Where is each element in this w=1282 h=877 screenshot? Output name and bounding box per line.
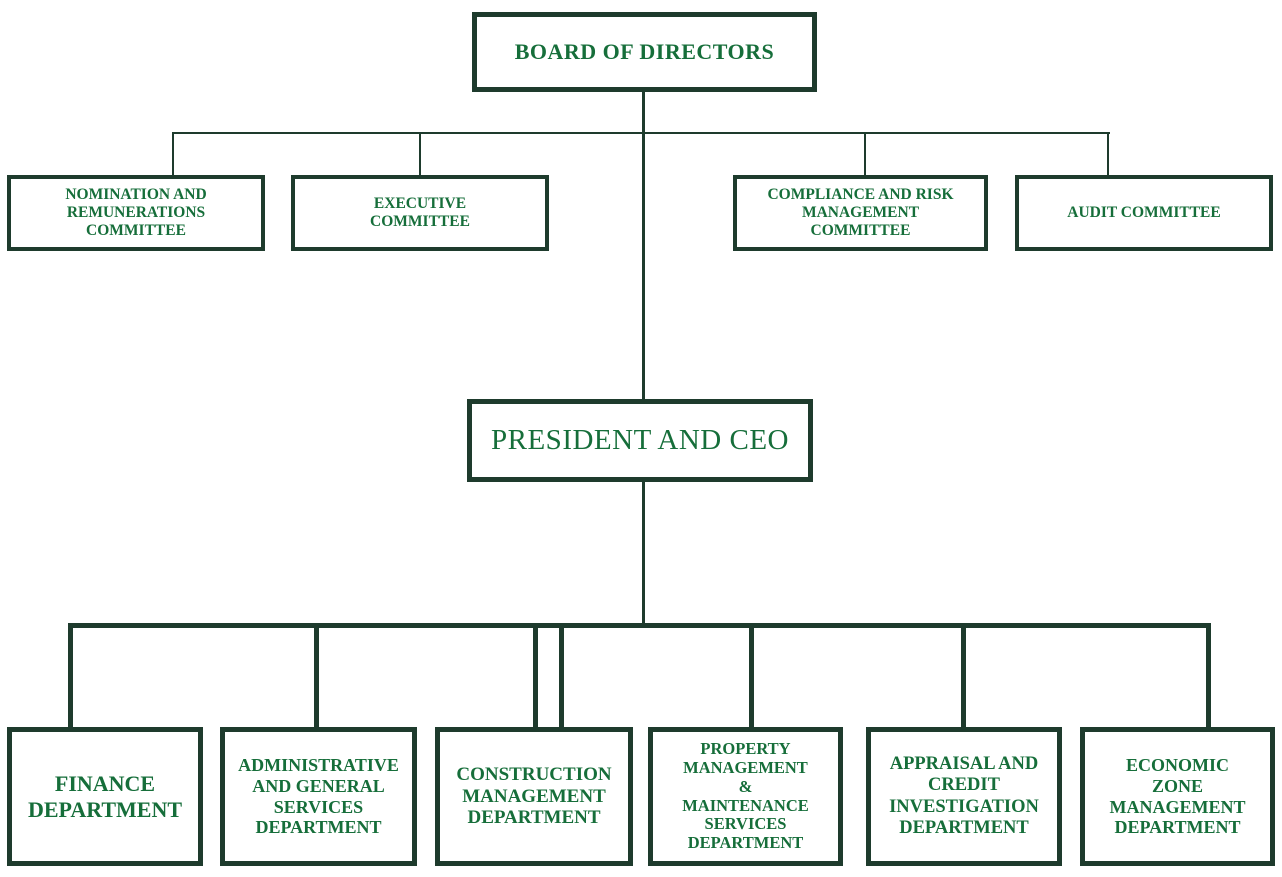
finance-department-label: FINANCE DEPARTMENT [27,771,183,822]
connector-committees-horizontal [172,132,1110,134]
administrative-and-general-services-department-label: ADMINISTRATIVE AND GENERAL SERVICES DEPA… [238,755,399,838]
president-and-ceo-box: PRESIDENT AND CEO [467,399,813,482]
connector-drop-compliance [864,132,866,176]
president-and-ceo-label: PRESIDENT AND CEO [491,424,789,456]
finance-department-box: FINANCE DEPARTMENT [7,727,203,866]
connector-drop-audit [1107,132,1109,176]
connector-drop-property [749,623,754,728]
compliance-and-risk-management-committee-box: COMPLIANCE AND RISK MANAGEMENT COMMITTEE [733,175,988,251]
executive-committee-box: EXECUTIVE COMMITTEE [291,175,549,251]
connector-drop-appraisal [961,623,966,728]
connector-drop-administrative [314,623,319,728]
connector-drop-construction-left [533,623,538,728]
compliance-and-risk-management-committee-label: COMPLIANCE AND RISK MANAGEMENT COMMITTEE [767,186,954,239]
connector-drop-economic [1206,623,1211,728]
board-of-directors-label: BOARD OF DIRECTORS [514,39,775,64]
administrative-and-general-services-department-box: ADMINISTRATIVE AND GENERAL SERVICES DEPA… [220,727,417,866]
appraisal-and-credit-investigation-department-box: APPRAISAL AND CREDIT INVESTIGATION DEPAR… [866,727,1062,866]
nomination-and-remunerations-committee-label: NOMINATION AND REMUNERATIONS COMMITTEE [65,186,207,239]
connector-drop-executive [419,132,421,176]
board-of-directors-box: BOARD OF DIRECTORS [472,12,817,92]
connector-drop-finance [68,623,73,728]
connector-drop-construction-right [559,623,564,728]
economic-zone-management-department-label: ECONOMIC ZONE MANAGEMENT DEPARTMENT [1109,755,1246,838]
nomination-and-remunerations-committee-box: NOMINATION AND REMUNERATIONS COMMITTEE [7,175,265,251]
construction-management-department-label: CONSTRUCTION MANAGEMENT DEPARTMENT [456,763,612,829]
construction-management-department-box: CONSTRUCTION MANAGEMENT DEPARTMENT [435,727,633,866]
connector-drop-nomination [172,132,174,176]
connector-board-to-president [642,92,645,400]
connector-departments-horizontal [68,623,1211,628]
connector-president-to-departments [642,482,645,628]
economic-zone-management-department-box: ECONOMIC ZONE MANAGEMENT DEPARTMENT [1080,727,1275,866]
property-management-and-maintenance-services-department-box: PROPERTY MANAGEMENT & MAINTENANCE SERVIC… [648,727,843,866]
executive-committee-label: EXECUTIVE COMMITTEE [370,195,470,230]
property-management-and-maintenance-services-department-label: PROPERTY MANAGEMENT & MAINTENANCE SERVIC… [682,738,809,853]
audit-committee-box: AUDIT COMMITTEE [1015,175,1273,251]
audit-committee-label: AUDIT COMMITTEE [1067,204,1221,222]
appraisal-and-credit-investigation-department-label: APPRAISAL AND CREDIT INVESTIGATION DEPAR… [889,753,1039,838]
